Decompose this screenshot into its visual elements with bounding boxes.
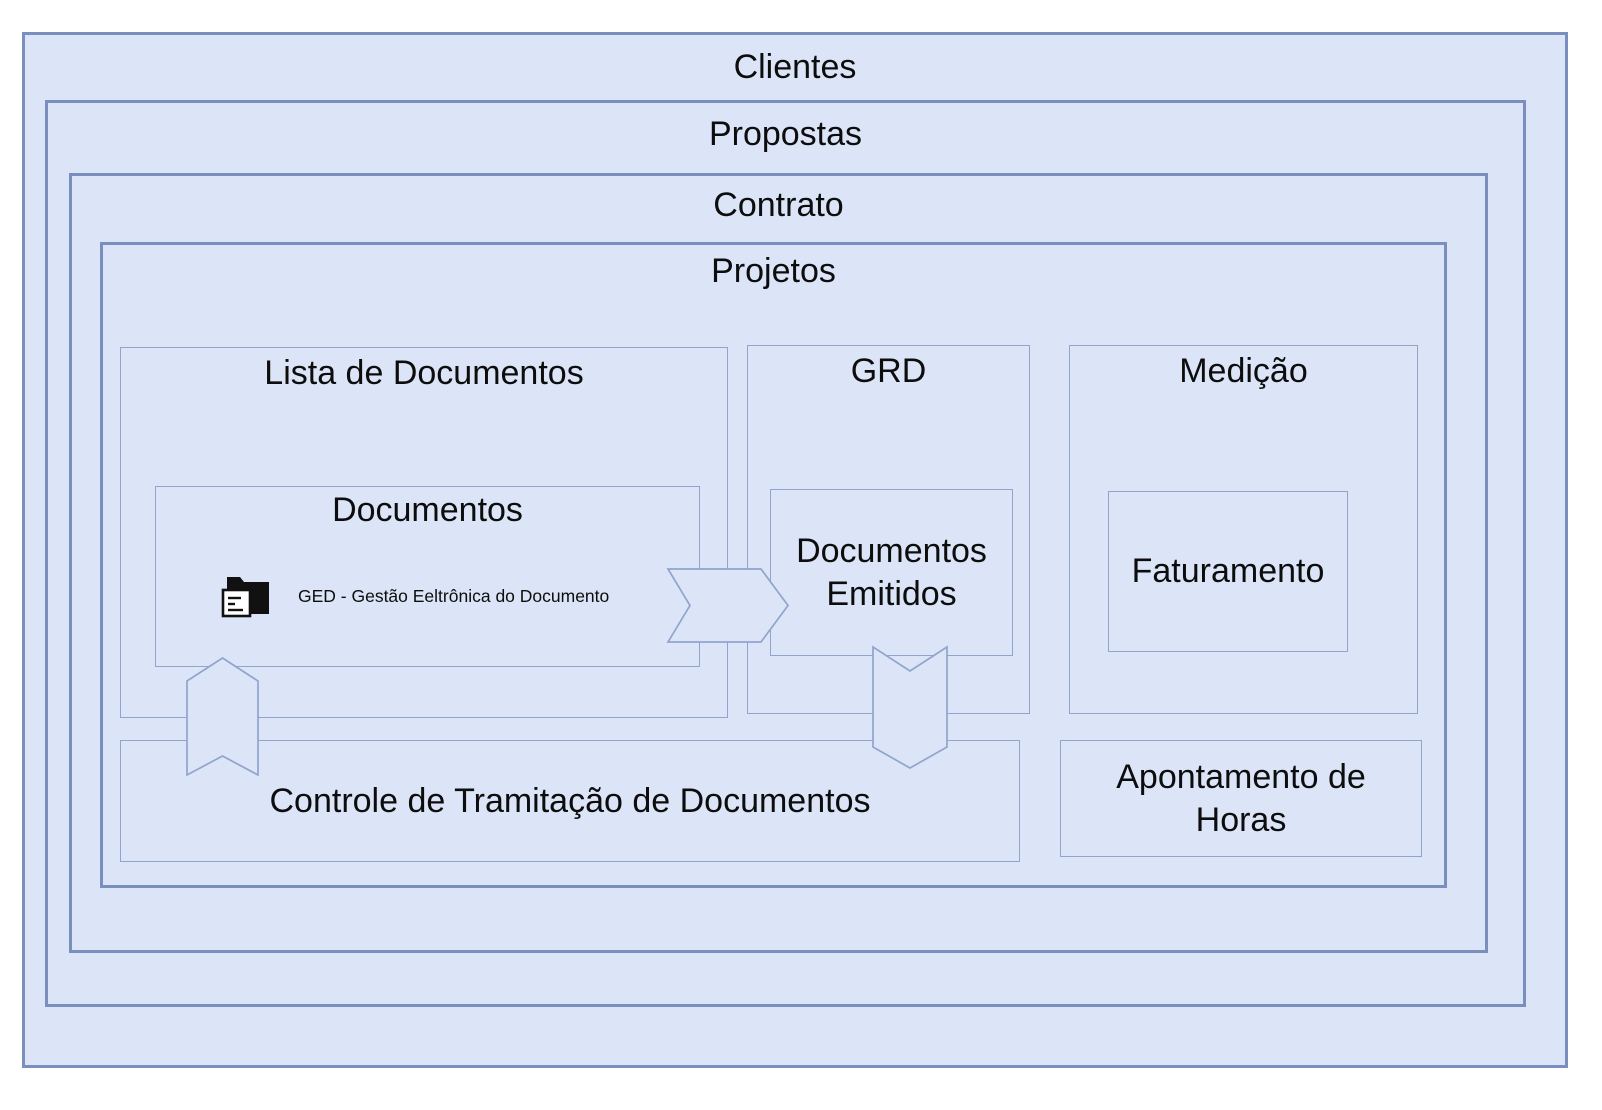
box-apontamento-horas: Apontamento de Horas — [1060, 740, 1422, 857]
container-clientes-label: Clientes — [733, 48, 857, 86]
folder-document-icon — [221, 577, 269, 618]
box-documentos-label: Documentos — [332, 491, 523, 529]
box-documentos-emitidos: Documentos Emitidos — [770, 489, 1013, 656]
box-grd-label: GRD — [850, 352, 927, 390]
box-documentos-emitidos-label: Documentos Emitidos — [796, 532, 987, 613]
box-faturamento-label: Faturamento — [1131, 552, 1325, 591]
ged-caption: GED - Gestão Eeltrônica do Documento — [298, 585, 610, 606]
box-lista-de-documentos-label: Lista de Documentos — [264, 354, 584, 392]
container-projetos-label: Projetos — [711, 252, 836, 290]
ged-row: GED - Gestão Eeltrônica do Documento — [220, 569, 609, 623]
box-apontamento-horas-label: Apontamento de Horas — [1116, 758, 1366, 839]
box-controle-tramitacao-label: Controle de Tramitação de Documentos — [269, 781, 871, 820]
up-arrow-controle-to-documentos-icon — [186, 656, 259, 777]
box-controle-tramitacao: Controle de Tramitação de Documentos — [120, 740, 1020, 862]
down-arrow-documentos-emitidos-to-controle-icon — [872, 645, 948, 769]
box-documentos: Documentos — [155, 486, 700, 667]
container-contrato-label: Contrato — [713, 186, 844, 224]
box-medicao-label: Medição — [1179, 352, 1308, 390]
box-faturamento: Faturamento — [1108, 491, 1348, 652]
container-propostas-label: Propostas — [708, 115, 863, 153]
right-arrow-documentos-to-documentos-emitidos-icon — [666, 568, 790, 643]
